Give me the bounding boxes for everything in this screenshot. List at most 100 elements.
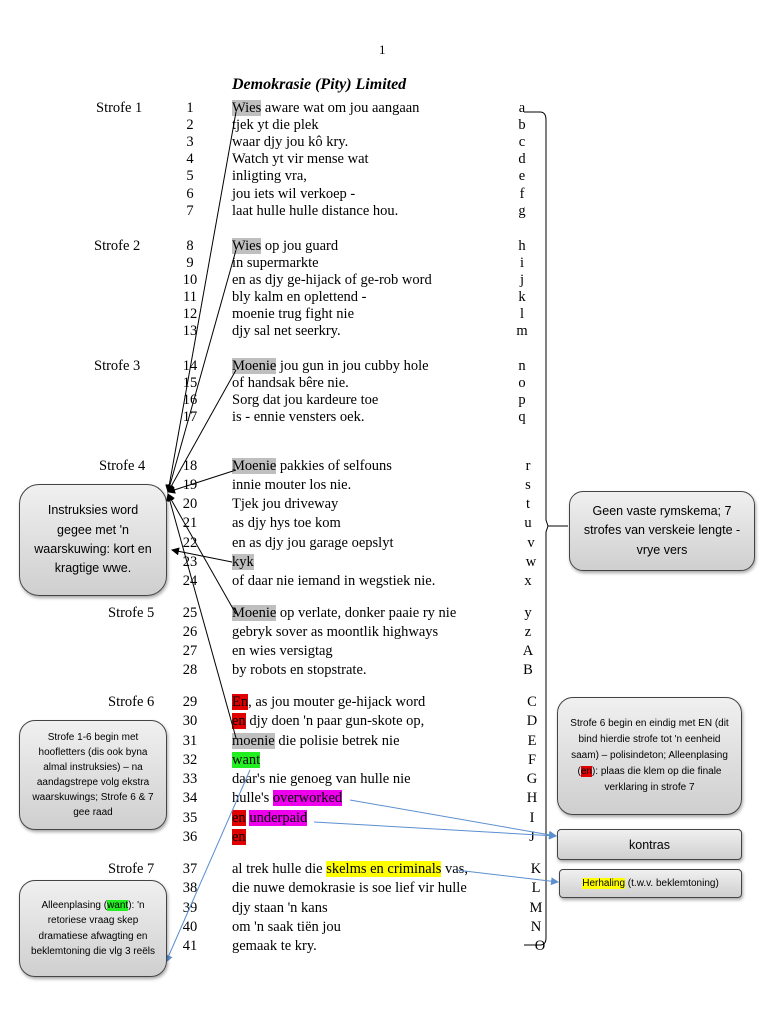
highlighted-word: Moenie — [232, 358, 277, 374]
rhyme-letter: z — [524, 624, 532, 640]
rhyme-letter: C — [527, 694, 537, 710]
line-text: aware wat om jou aangaan — [261, 100, 420, 116]
note-strofe6: Strofe 6 begin en eindig met EN (dit bin… — [557, 697, 742, 815]
line-text: inligting vra, — [232, 168, 307, 184]
poem-line: djy staan 'n kans — [232, 900, 328, 917]
line-number: 5 — [186, 168, 194, 184]
poem-line: Moenie pakkies of selfouns — [232, 458, 392, 475]
highlighted-word: Wies — [232, 100, 262, 116]
poem-line: of daar nie iemand in wegstiek nie. — [232, 573, 435, 590]
line-text: waar djy jou kô kry. — [232, 134, 349, 150]
line-number: 8 — [186, 238, 194, 254]
note-alleenplasing: Alleenplasing (want): 'n retoriese vraag… — [19, 880, 167, 977]
poem-line: en djy doen 'n paar gun-skote op, — [232, 713, 424, 730]
rhyme-letter: L — [531, 880, 541, 896]
rhyme-letter: b — [518, 117, 526, 133]
rhyme-letter: n — [518, 358, 526, 374]
highlighted-word: underpaid — [249, 810, 308, 826]
line-text: hulle's — [232, 790, 273, 806]
poem-line: is - ennie vensters oek. — [232, 409, 364, 426]
note-rymskema-text: Geen vaste rymskema; 7 strofes van versk… — [583, 503, 741, 557]
highlighted-word: en — [232, 829, 246, 845]
line-text: die nuwe demokrasie is soe lief vir hull… — [232, 880, 467, 896]
line-text: in supermarkte — [232, 255, 319, 271]
line-text: op verlate, donker paaie ry nie — [276, 605, 457, 621]
highlighted-word: want — [232, 752, 261, 768]
line-text: bly kalm en oplettend - — [232, 289, 367, 305]
line-number: 29 — [182, 694, 198, 710]
line-text: pakkies of selfouns — [276, 458, 392, 474]
rhyme-letter: D — [526, 713, 538, 729]
poem-line: en as djy jou garage oepslyt — [232, 535, 393, 552]
strofe-label: Strofe 7 — [108, 861, 155, 877]
poem-line: En, as jou mouter ge-hijack word — [232, 694, 425, 711]
line-number: 14 — [182, 358, 198, 374]
line-number: 12 — [182, 306, 198, 322]
rhyme-letter: r — [525, 458, 531, 474]
poem-line: gebryk sover as moontlik highways — [232, 624, 438, 641]
strofe-label: Strofe 5 — [108, 605, 155, 621]
line-number: 7 — [186, 203, 194, 219]
rhyme-letter: s — [525, 477, 531, 493]
line-number: 26 — [182, 624, 198, 640]
rhyme-letter: h — [518, 238, 526, 254]
note-alleenplasing-text: Alleenplasing (want): 'n retoriese vraag… — [31, 899, 155, 957]
arrow-line8 — [166, 249, 237, 493]
poem-line: Tjek jou driveway — [232, 496, 338, 513]
rhyme-letter: u — [524, 515, 532, 531]
poem-line: Watch yt vir mense wat — [232, 151, 369, 168]
poem-line: by robots en stopstrate. — [232, 662, 367, 679]
line-text: en as djy jou garage oepslyt — [232, 535, 394, 551]
arrow-want — [165, 769, 251, 963]
note-kontras: kontras — [557, 829, 742, 860]
poem-line: al trek hulle die skelms en criminals va… — [232, 861, 468, 878]
poem-line: moenie trug fight nie — [232, 306, 354, 323]
line-text: gebryk sover as moontlik highways — [232, 624, 439, 640]
poem-line: kyk — [232, 554, 254, 571]
highlighted-word: En — [232, 694, 249, 710]
highlighted-word: kyk — [232, 554, 254, 570]
line-text: jou gun in jou cubby hole — [276, 358, 429, 374]
rhyme-letter: N — [530, 919, 542, 935]
line-text: laat hulle hulle distance hou. — [232, 203, 399, 219]
line-number: 35 — [182, 810, 198, 826]
poem-line: en as djy ge-hijack of ge-rob word — [232, 272, 432, 289]
poem-line: gemaak te kry. — [232, 938, 317, 955]
line-number: 2 — [186, 117, 194, 133]
rhyme-letter: e — [518, 168, 526, 184]
rhyme-letter: B — [523, 662, 533, 678]
line-text: Sorg dat jou kardeure toe — [232, 392, 379, 408]
line-number: 13 — [182, 323, 198, 339]
line-number: 37 — [182, 861, 198, 877]
poem-line: daar's nie genoeg van hulle nie — [232, 771, 411, 788]
poem-line: en — [232, 829, 246, 846]
line-text: djy sal net seerkry. — [232, 323, 341, 339]
arrow-kontras-2 — [313, 821, 557, 840]
line-number: 16 — [182, 392, 198, 408]
line-number: 36 — [182, 829, 198, 845]
line-text: moenie trug fight nie — [232, 306, 355, 322]
arrow-herhaling — [455, 869, 559, 886]
rhyme-letter: t — [525, 496, 531, 512]
highlighted-word: en — [232, 713, 246, 729]
line-text: op jou guard — [261, 238, 339, 254]
arrow-line18 — [167, 469, 237, 494]
poem-line: waar djy jou kô kry. — [232, 134, 348, 151]
line-text: djy doen 'n paar gun-skote op, — [245, 713, 425, 729]
line-text: Watch yt vir mense wat — [232, 151, 369, 167]
rhyme-letter: F — [527, 752, 537, 768]
rhyme-letter: J — [529, 829, 535, 845]
poem-line: as djy hys toe kom — [232, 515, 341, 532]
rhyme-letter: x — [524, 573, 532, 589]
poem-line: tjek yt die plek — [232, 117, 319, 134]
rhyme-letter: O — [534, 938, 546, 954]
note-strofe16: Strofe 1-6 begin met hoofletters (dis oo… — [19, 720, 167, 830]
line-number: 18 — [182, 458, 198, 474]
poem-line: Sorg dat jou kardeure toe — [232, 392, 378, 409]
line-text: is - ennie vensters oek. — [232, 409, 365, 425]
line-number: 41 — [182, 938, 198, 954]
line-number: 40 — [182, 919, 198, 935]
note-herhaling: Herhaling (t.w.v. beklemtoning) — [559, 869, 742, 898]
line-text: innie mouter los nie. — [232, 477, 352, 493]
